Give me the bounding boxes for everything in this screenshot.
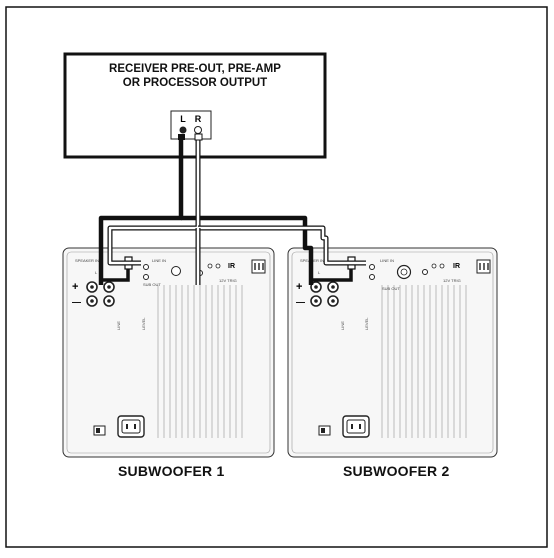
subwoofer-2-sub-out-label: SUB OUT [382, 286, 400, 291]
subwoofer-1-speaker-in-label: SPEAKER IN [75, 258, 99, 263]
receiver-right-jack [194, 126, 202, 134]
subwoofer-2-line-in-jack-l [369, 264, 375, 270]
subwoofer-1-rotated-label-b: LEVEL [141, 317, 146, 330]
subwoofer-2-rotated-label-b: LEVEL [364, 317, 369, 330]
subwoofer-1-label: SUBWOOFER 1 [118, 463, 225, 479]
subwoofer-2-inner-edge [291, 251, 494, 454]
subwoofer-1-rotated-label-a: LINE [116, 321, 121, 330]
subwoofer-1-trig-label: 12V TRIG [219, 278, 237, 283]
receiver-jack-block [170, 110, 212, 140]
subwoofer-2-line-in-jack-r [369, 274, 375, 280]
left-cable-plug [178, 134, 185, 140]
subwoofer-1-line-in-label: LINE IN [152, 258, 166, 263]
subwoofer-1-l-label: L [95, 270, 98, 275]
subwoofer-2-plus-label: + [296, 281, 302, 293]
subwoofer-1-panel: SPEAKER IN L + — LINE LEVEL LINE IN SUB … [62, 247, 275, 458]
subwoofer-2-ir-label: IR [453, 263, 460, 270]
receiver-title-line-2: OR PROCESSOR OUTPUT [122, 77, 268, 89]
subwoofer-2-minus-label: — [296, 297, 305, 307]
subwoofer-2-line-in-label: LINE IN [380, 258, 394, 263]
subwoofer-2-knob-b [422, 269, 428, 275]
subwoofer-1-line-in-jack-l [143, 264, 149, 270]
subwoofer-1-inner-edge [66, 251, 271, 454]
subwoofer-1-minus-label: — [72, 297, 81, 307]
receiver-right-jack-label: R [195, 114, 202, 124]
receiver-left-jack [179, 126, 187, 134]
subwoofer-2-knob-a [396, 264, 412, 280]
subwoofer-1-plus-label: + [72, 281, 78, 293]
subwoofer-2-power-inlet [342, 415, 370, 438]
right-channel-cable [107, 137, 366, 285]
subwoofer-1-knob-a [171, 266, 181, 276]
subwoofer-2-panel: SPEAKER IN L + — LINE LEVEL LINE IN SUB … [287, 247, 498, 458]
receiver-title: RECEIVER PRE-OUT, PRE-AMP OR PROCESSOR O… [70, 62, 320, 90]
subwoofer-2-cabinet [287, 247, 498, 458]
subwoofer-1-ir-label: IR [228, 263, 235, 270]
subwoofer-2-rotated-label-a: LINE [340, 321, 345, 330]
subwoofer-2-label: SUBWOOFER 2 [343, 463, 450, 479]
subwoofer-2-l-label: L [318, 270, 321, 275]
subwoofer-1-sub-out-label: SUB OUT [143, 282, 161, 287]
subwoofer-2-trig-label: 12V TRIG [443, 278, 461, 283]
subwoofer-1-cabinet [62, 247, 275, 458]
subwoofer-1-heatsink [157, 285, 243, 438]
subwoofer-2-heatsink [381, 285, 467, 438]
receiver-left-jack-label: L [180, 114, 186, 124]
subwoofer-1-line-in-jack-r [143, 274, 149, 280]
receiver-title-line-1: RECEIVER PRE-OUT, PRE-AMP [109, 63, 281, 75]
right-cable-plug [194, 133, 203, 141]
subwoofer-1-power-inlet [117, 415, 145, 438]
